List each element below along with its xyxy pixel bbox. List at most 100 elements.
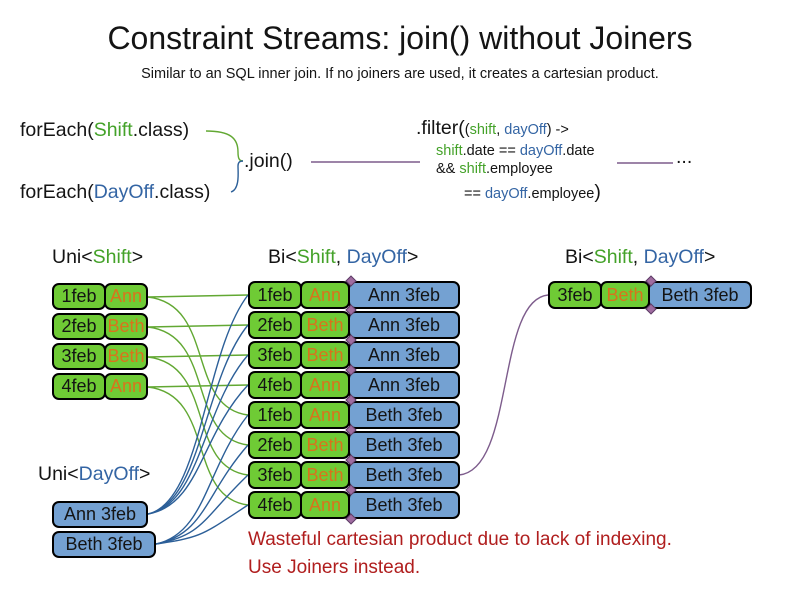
pair-date-cell: 3feb [248, 461, 302, 489]
shift-param-token: shift [469, 122, 497, 138]
pair-dayoff-cell: Beth 3feb [348, 491, 460, 519]
pair-employee-cell: Ann [300, 281, 350, 309]
dayoff-row: Beth 3feb [52, 531, 156, 558]
code-text: .date [562, 143, 595, 159]
label-text: Uni< [38, 463, 79, 485]
code-text: forEach( [20, 119, 94, 141]
shift-token: shift [459, 161, 486, 177]
shift-date-cell: 1feb [52, 283, 106, 310]
params-open: ( [464, 122, 470, 138]
pair-dayoff: Beth 3feb [365, 404, 443, 425]
pair-dayoff: Beth 3feb [365, 434, 443, 455]
dayoff-class-token: DayOff [93, 181, 155, 203]
pair-dayoff: Beth 3feb [365, 494, 443, 515]
result-dayoff-cell: Beth 3feb [648, 281, 752, 309]
pair-employee: Ann [308, 284, 342, 305]
pair-date: 4feb [257, 494, 293, 515]
pair-date: 1feb [257, 284, 293, 305]
dayoff-type-token: DayOff [78, 463, 139, 485]
dayoff-row: Ann 3feb [52, 501, 148, 528]
pair-date-cell: 4feb [248, 491, 302, 519]
result-date-cell: 3feb [548, 281, 602, 309]
uni-shift-label: Uni<Shift> [52, 246, 143, 269]
pair-row: 4feb Ann Beth 3feb [248, 491, 460, 519]
pair-employee-cell: Beth [300, 461, 350, 489]
shift-employee: Beth [107, 346, 145, 366]
pair-employee: Ann [308, 374, 342, 395]
shift-date-cell: 2feb [52, 313, 106, 340]
pair-date: 1feb [257, 404, 293, 425]
pair-dayoff-cell: Beth 3feb [348, 431, 460, 459]
pair-dayoff-cell: Ann 3feb [348, 281, 460, 309]
shift-employee-cell: Ann [104, 283, 148, 310]
label-text: Bi< [268, 246, 297, 268]
pair-employee: Beth [306, 434, 344, 455]
code-text: .class) [154, 181, 211, 203]
pair-to-result-connector [458, 294, 549, 476]
shift-type-token: Shift [593, 246, 633, 268]
code-text: == [464, 186, 485, 202]
code-text: .class) [132, 119, 190, 141]
shift-class-token: Shift [93, 119, 133, 141]
pair-row: 3feb Beth Ann 3feb [248, 341, 460, 369]
result-employee: Beth [606, 284, 644, 305]
code-ellipsis: ... [676, 146, 693, 168]
dayoff-type-token: DayOff [346, 246, 407, 268]
pair-dayoff: Ann 3feb [367, 284, 441, 305]
pair-employee: Beth [306, 344, 344, 365]
shift-row: 2feb Beth [52, 313, 148, 340]
pair-date-cell: 4feb [248, 371, 302, 399]
pair-dayoff-cell: Ann 3feb [348, 311, 460, 339]
pair-date-cell: 3feb [248, 341, 302, 369]
code-foreach-dayoff: forEach(DayOff.class) [20, 181, 210, 204]
shift-token: shift [436, 143, 463, 159]
pair-row: 2feb Beth Ann 3feb [248, 311, 460, 339]
label-text: Bi< [565, 246, 594, 268]
code-text: .employee [527, 186, 595, 202]
dayoff-token: dayOff [484, 186, 528, 202]
shift-date-cell: 4feb [52, 373, 106, 400]
code-filter-line1: .filter((shift, dayOff) -> [416, 117, 569, 140]
pair-date-cell: 2feb [248, 311, 302, 339]
pair-date: 2feb [257, 314, 293, 335]
code-filter-line3: && shift.employee [436, 161, 553, 177]
pair-row: 3feb Beth Beth 3feb [248, 461, 460, 489]
bi-result-label: Bi<Shift, DayOff> [565, 246, 715, 269]
result-dayoff: Beth 3feb [661, 284, 739, 305]
shift-row: 4feb Ann [52, 373, 148, 400]
pair-date: 2feb [257, 434, 293, 455]
pair-dayoff-cell: Ann 3feb [348, 341, 460, 369]
code-text: .date == [462, 143, 520, 159]
code-join: .join() [244, 150, 293, 172]
warning-line-2: Use Joiners instead. [248, 557, 421, 578]
shift-row: 1feb Ann [52, 283, 148, 310]
pair-row: 4feb Ann Ann 3feb [248, 371, 460, 399]
uni-dayoff-label: Uni<DayOff> [38, 463, 150, 486]
dayoff-label: Beth 3feb [65, 534, 143, 554]
pair-dayoff-cell: Beth 3feb [348, 401, 460, 429]
pair-employee-cell: Beth [300, 311, 350, 339]
code-text: forEach( [20, 181, 94, 203]
code-filter-line2: shift.date == dayOff.date [436, 143, 595, 159]
label-text: > [131, 246, 144, 268]
pair-employee: Beth [306, 464, 344, 485]
dayoff-param-token: dayOff [504, 122, 547, 138]
code-text: .employee [485, 161, 553, 177]
shift-date: 3feb [61, 346, 97, 366]
pair-dayoff: Ann 3feb [367, 314, 441, 335]
result-employee-cell: Beth [600, 281, 650, 309]
shift-employee: Ann [109, 286, 143, 306]
shift-date-cell: 3feb [52, 343, 106, 370]
code-text: && [436, 161, 460, 177]
pair-dayoff: Ann 3feb [367, 374, 441, 395]
warning-line-1: Wasteful cartesian product due to lack o… [248, 529, 672, 550]
pair-row: 1feb Ann Ann 3feb [248, 281, 460, 309]
pair-dayoff: Ann 3feb [367, 344, 441, 365]
label-text: , [632, 246, 644, 268]
shift-employee: Ann [109, 376, 143, 396]
label-text: > [703, 246, 716, 268]
shift-type-token: Shift [92, 246, 132, 268]
shift-date: 1feb [61, 286, 97, 306]
code-foreach-shift: forEach(Shift.class) [20, 119, 189, 142]
